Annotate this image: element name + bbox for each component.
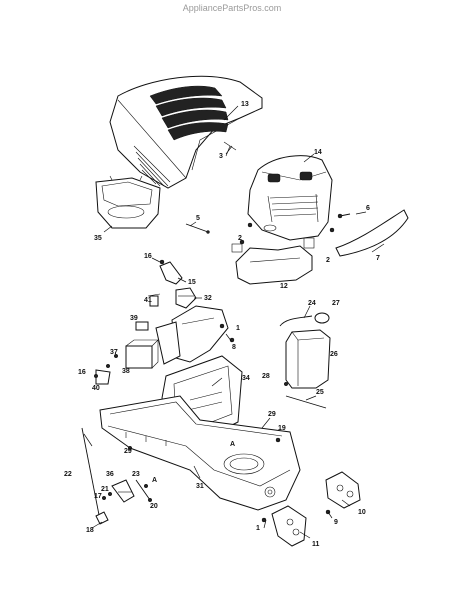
callout-16b: 16	[78, 369, 86, 376]
callout-39: 39	[130, 315, 138, 322]
callout-17: 17	[94, 493, 102, 500]
callout-27: 27	[332, 300, 340, 307]
callout-2a: 2	[238, 235, 242, 242]
hood-vent-grille	[149, 85, 229, 141]
hood-bracket	[231, 237, 315, 285]
callout-Aa: A	[230, 441, 235, 448]
callout-38: 38	[122, 368, 130, 375]
callout-14: 14	[314, 149, 322, 156]
leader-lines	[83, 105, 385, 539]
callout-25: 25	[316, 389, 324, 396]
callout-19: 19	[278, 425, 286, 432]
callout-16a: 16	[144, 253, 152, 260]
callout-23: 23	[132, 471, 140, 478]
linkage-parts	[81, 373, 289, 525]
callout-10: 10	[358, 509, 366, 516]
front-grille	[247, 155, 333, 241]
callout-Ab: A	[152, 477, 157, 484]
hood	[109, 75, 263, 189]
callout-32: 32	[204, 295, 212, 302]
callout-41: 41	[144, 297, 152, 304]
callout-11: 11	[312, 541, 320, 548]
callout-20: 20	[150, 503, 158, 510]
callout-36: 36	[106, 471, 114, 478]
callout-24: 24	[308, 300, 316, 307]
front-bumper	[335, 209, 409, 257]
callout-12: 12	[280, 283, 288, 290]
callout-31: 31	[196, 483, 204, 490]
chassis-frame	[99, 395, 301, 511]
screws-and-rod	[185, 213, 351, 245]
callout-7: 7	[376, 255, 380, 262]
hood-side-vent	[133, 145, 171, 187]
dash-panel	[135, 305, 235, 365]
axle-brackets	[261, 471, 361, 547]
callout-15: 15	[188, 279, 196, 286]
callout-1a: 1	[236, 325, 240, 332]
watermark: AppliancePartsPros.com	[182, 3, 282, 13]
callout-34: 34	[242, 375, 250, 382]
callout-2b: 2	[326, 257, 330, 264]
callout-1b: 1	[256, 525, 260, 532]
callout-22: 22	[64, 471, 72, 478]
battery-parts	[95, 339, 159, 385]
callout-3: 3	[219, 153, 223, 160]
callout-29b: 29	[124, 448, 132, 455]
fuel-tank	[279, 312, 331, 409]
air-duct	[95, 175, 161, 229]
callout-26: 26	[330, 351, 338, 358]
callout-5: 5	[196, 215, 200, 222]
callout-28: 28	[262, 373, 270, 380]
callout-8: 8	[232, 344, 236, 351]
callout-29a: 29	[268, 411, 276, 418]
callout-18: 18	[86, 527, 94, 534]
callout-35: 35	[94, 235, 102, 242]
callout-40: 40	[92, 385, 100, 392]
callout-6: 6	[366, 205, 370, 212]
callout-21: 21	[101, 486, 109, 493]
callout-37: 37	[110, 349, 118, 356]
callout-9: 9	[334, 519, 338, 526]
callout-13: 13	[241, 101, 249, 108]
steering-parts	[147, 259, 197, 309]
callout-labels: 13 3 14 6 5 35 7 2 2 12 16 15 32 41 24 2…	[64, 101, 380, 548]
